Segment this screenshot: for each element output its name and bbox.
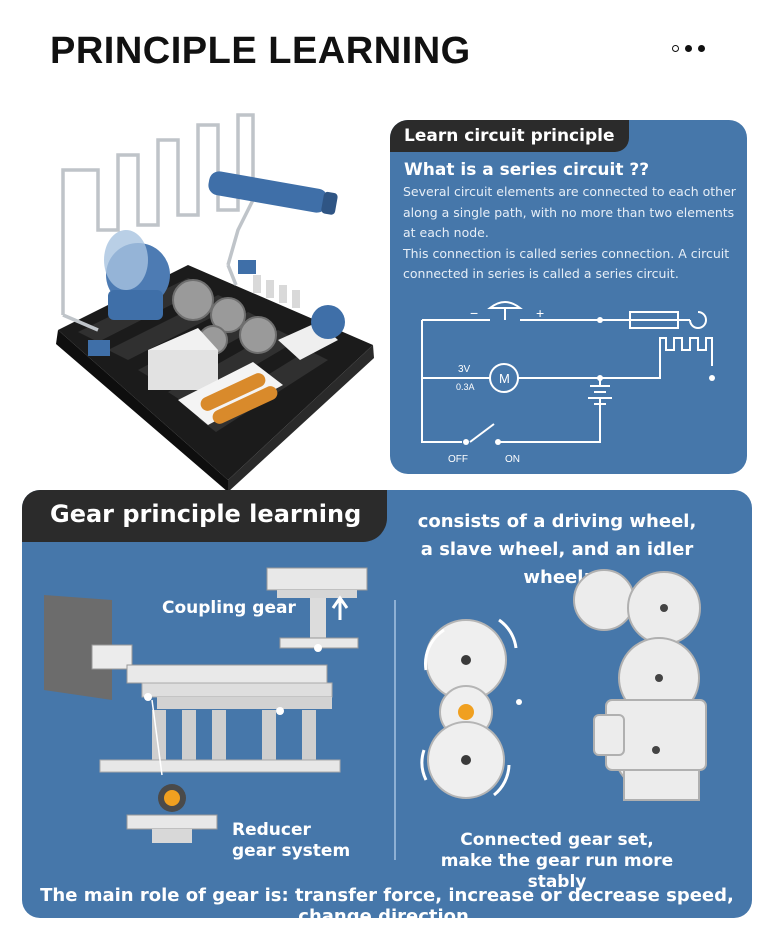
series-circuit-description: Several circuit elements are connected t…: [403, 182, 741, 285]
switch-on-label: ON: [505, 454, 520, 465]
circuit-principle-tab: Learn circuit principle: [390, 120, 629, 152]
series-circuit-diagram: − + 3V 0.3A M OFF ON: [421, 301, 715, 465]
circuit-minus-label: −: [470, 305, 478, 321]
connected-line-2: make the gear run more stably: [440, 851, 674, 892]
page-dot-3[interactable]: [698, 44, 705, 52]
circuit-kit-product-image: [56, 113, 374, 490]
series-circuit-paragraph-1: Several circuit elements are connected t…: [403, 184, 736, 240]
coupling-gear-label: Coupling gear: [162, 598, 296, 618]
switch-off-label: OFF: [448, 454, 468, 465]
panel-divider: [394, 600, 396, 860]
page-title: PRINCIPLE LEARNING: [50, 30, 471, 72]
series-circuit-paragraph-2: This connection is called series connect…: [403, 245, 730, 282]
gear-description-line-2: a slave wheel, and an idler wheel;: [420, 539, 694, 588]
page-dot-1[interactable]: [672, 44, 679, 52]
gear-principle-tab: Gear principle learning: [22, 490, 388, 542]
connected-line-1: Connected gear set,: [460, 830, 654, 850]
reducer-line-1: Reducer: [232, 820, 311, 840]
page-dot-2[interactable]: [685, 44, 692, 52]
page-dots-indicator[interactable]: [672, 40, 711, 56]
connected-gear-illustration: [420, 569, 707, 801]
gear-description-line-1: consists of a driving wheel,: [417, 511, 697, 532]
reducer-line-2: gear system: [232, 841, 351, 861]
reducer-gear-illustration: [44, 567, 368, 843]
reducer-gear-label: Reducer gear system: [232, 820, 350, 862]
series-circuit-heading: What is a series circuit ??: [404, 160, 650, 180]
main-role-of-gear: The main role of gear is: transfer force…: [40, 885, 734, 918]
gear-principle-panel: Gear principle learning consists of a dr…: [22, 490, 752, 918]
connected-gear-label: Connected gear set, make the gear run mo…: [417, 830, 697, 893]
circuit-plus-label: +: [536, 305, 544, 321]
motor-label: M: [499, 371, 510, 386]
gear-description: consists of a driving wheel, a slave whe…: [392, 508, 722, 592]
circuit-current-label: 0.3A: [456, 382, 475, 392]
circuit-voltage-label: 3V: [458, 364, 471, 375]
circuit-principle-panel: Learn circuit principle What is a series…: [390, 120, 747, 474]
